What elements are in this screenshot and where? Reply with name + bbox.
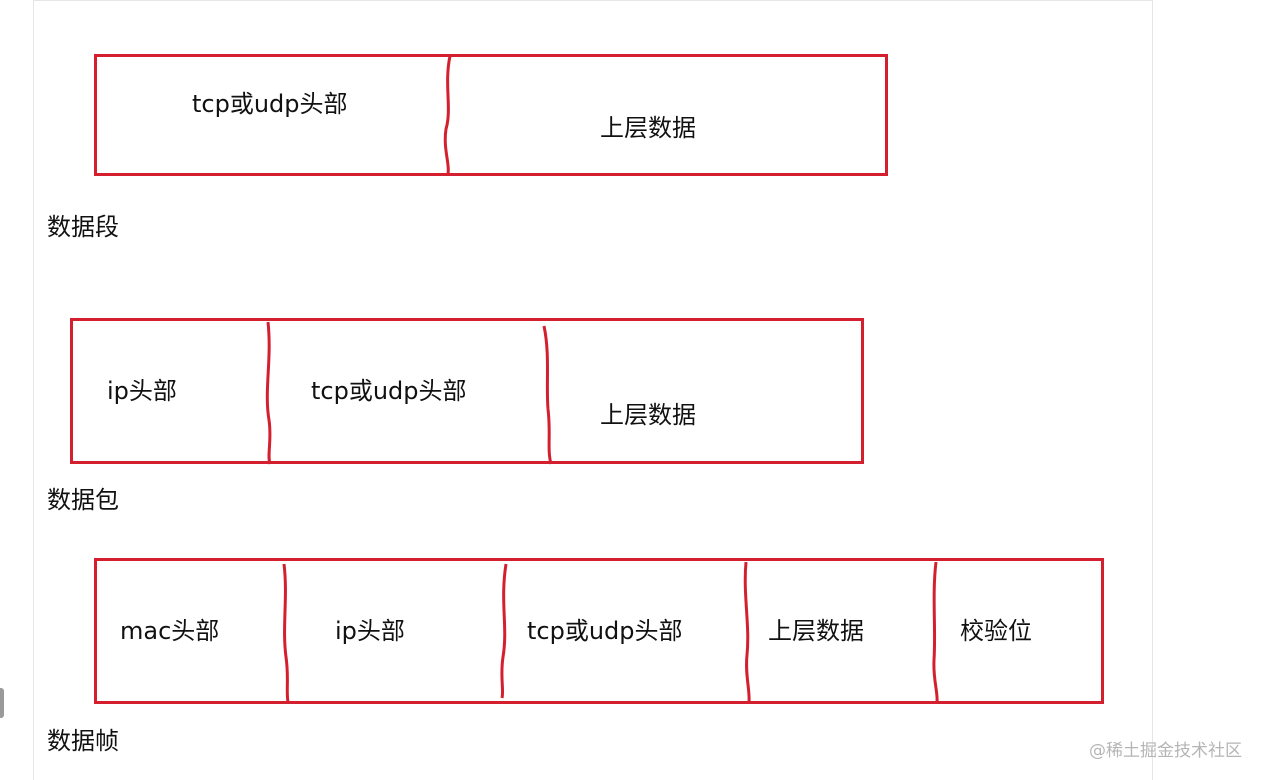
segment-field-tcp-udp-header: tcp或udp头部 <box>192 90 348 118</box>
frame-separator-4 <box>932 561 939 703</box>
frame-field-upper-data: 上层数据 <box>768 617 864 645</box>
packet-box <box>70 318 864 464</box>
packet-field-ip-header: ip头部 <box>107 377 177 405</box>
packet-caption: 数据包 <box>47 486 119 514</box>
frame-field-mac-header: mac头部 <box>120 617 220 645</box>
segment-caption: 数据段 <box>47 213 119 241</box>
packet-separator-2 <box>542 325 553 465</box>
frame-separator-3 <box>743 561 751 703</box>
side-scroll-tab[interactable] <box>0 688 4 718</box>
segment-field-upper-data: 上层数据 <box>600 114 696 142</box>
frame-field-tcp-udp-header: tcp或udp头部 <box>527 617 683 645</box>
packet-separator-1 <box>265 321 272 465</box>
packet-field-tcp-udp-header: tcp或udp头部 <box>311 377 467 405</box>
frame-field-ip-header: ip头部 <box>335 617 405 645</box>
packet-field-upper-data: 上层数据 <box>600 401 696 429</box>
segment-box <box>94 54 888 176</box>
frame-separator-2 <box>500 563 508 699</box>
frame-field-checksum: 校验位 <box>960 617 1032 645</box>
watermark: @稀土掘金技术社区 <box>1089 741 1242 761</box>
frame-caption: 数据帧 <box>47 727 119 755</box>
segment-separator-1 <box>443 55 452 175</box>
frame-box <box>94 558 1104 704</box>
frame-separator-1 <box>282 563 290 703</box>
diagram-canvas <box>33 0 1153 780</box>
